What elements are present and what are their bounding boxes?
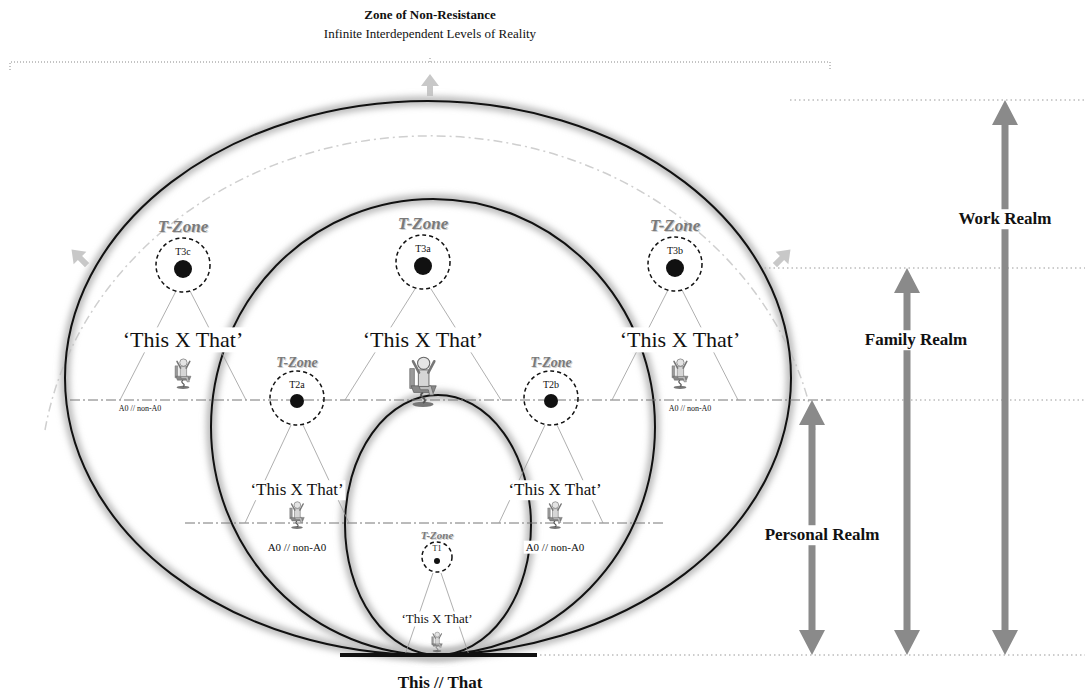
tension-dot (414, 257, 432, 275)
t-zone-heading: T-Zone (392, 215, 454, 234)
tension-dot (666, 259, 684, 277)
dashed-circle (422, 542, 452, 572)
seated-figure (175, 359, 191, 389)
t-zone-ring: T2a (269, 370, 325, 426)
realm-arrow-shaft (1002, 120, 1009, 635)
personal-realm-ellipse (345, 395, 531, 655)
t-zone-heading: T-Zone (152, 218, 214, 237)
expansion-arrow (421, 74, 439, 96)
seated-figure (290, 502, 305, 529)
tension-dot (174, 260, 192, 278)
diagram-label: A0 // non-A0 (266, 541, 329, 554)
diagram-label: Personal Realm (763, 525, 882, 545)
zone-bracket (10, 56, 830, 70)
expansion-arrow (65, 243, 93, 271)
t-zone: T-ZoneT3a (392, 215, 454, 290)
diagram-label: ‘This X That’ (361, 327, 486, 352)
non-resistance-ellipse (45, 136, 815, 430)
tension-dot (434, 558, 440, 564)
t-zone-heading: T-Zone (266, 355, 328, 370)
t-zone-ring: T1 (421, 541, 453, 573)
t-zone-heading: T-Zone (520, 355, 582, 370)
t-zone-outline (269, 370, 325, 426)
diagram-label: ‘This X That’ (506, 480, 603, 500)
t-zone-outline (155, 237, 211, 293)
t-zone: T-ZoneT3b (644, 217, 706, 292)
t-zone-ring: T3c (155, 237, 211, 293)
t-zone: T-ZoneT2a (266, 355, 328, 426)
t-zone-heading: T-Zone (644, 217, 706, 236)
t-zone: T-ZoneT1 (418, 529, 457, 573)
realm-glow (211, 199, 655, 655)
t-zone-ring: T3a (395, 234, 451, 290)
t-zone-label: T3a (395, 244, 451, 254)
realm-glow (65, 101, 791, 655)
t-zone-outline (523, 370, 579, 426)
level-line (185, 523, 665, 524)
level-guide (540, 100, 1085, 655)
t-zone-ring: T2b (523, 370, 579, 426)
base-line (340, 653, 537, 657)
diagram-label: Work Realm (956, 209, 1053, 229)
diagram-label: A0 // non-A0 (667, 404, 714, 413)
family-realm-ellipse (211, 199, 655, 655)
dashed-circle (648, 237, 702, 291)
expansion-arrow (769, 243, 797, 271)
t-zone: T-ZoneT3c (152, 218, 214, 293)
tension-dot (544, 394, 558, 408)
realm-glow (345, 395, 531, 655)
seated-figure (432, 632, 443, 652)
t-zone-label: T3c (155, 247, 211, 257)
diagram-label: ‘This X That’ (618, 327, 743, 352)
dashed-circle (270, 371, 324, 425)
t-zone-label: T2b (523, 380, 579, 390)
t-zone-label: T2a (269, 380, 325, 390)
diagram-label: Infinite Interdependent Levels of Realit… (322, 27, 538, 42)
t-zone-label: T1 (421, 545, 453, 553)
diagram-label: Family Realm (863, 330, 969, 350)
diagram-label: ‘This X That’ (121, 327, 246, 352)
diagram-label: A0 // non-A0 (524, 541, 587, 554)
t-zone-heading: T-Zone (418, 529, 457, 541)
work-realm-ellipse (65, 101, 791, 655)
diagram-label: A0 // non-A0 (117, 404, 164, 413)
realm-arrowhead (992, 100, 1018, 655)
seated-figure (410, 357, 437, 407)
tension-dot (290, 394, 304, 408)
t-zone-label: T3b (647, 246, 703, 256)
dashed-circle (156, 238, 210, 292)
diagram-label: ‘This X That’ (248, 480, 345, 500)
level-line (70, 400, 830, 401)
t-zone: T-ZoneT2b (520, 355, 582, 426)
diagram-label: Zone of Non-Resistance (362, 8, 497, 23)
t-zone-ring: T3b (647, 236, 703, 292)
realm-arrowhead (894, 268, 920, 655)
dashed-circle (524, 371, 578, 425)
t-zone-outline (395, 234, 451, 290)
diagram-label: ‘This X That’ (399, 612, 474, 627)
seated-figure (672, 359, 688, 389)
t-zone-outline (647, 236, 703, 292)
dashed-circle (396, 235, 450, 289)
diagram-label: This // That (396, 673, 485, 693)
seated-figure (548, 502, 563, 529)
